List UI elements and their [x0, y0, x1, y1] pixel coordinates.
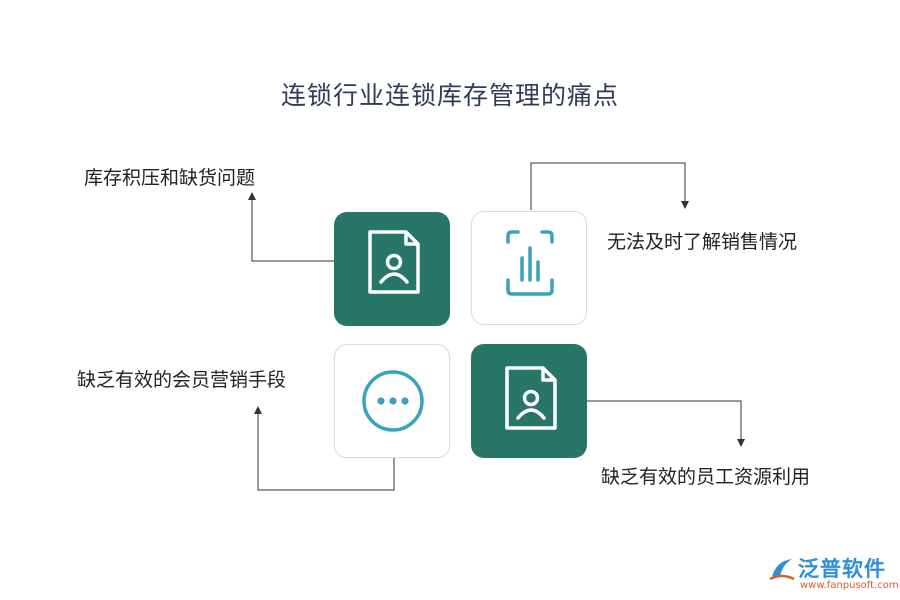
connector-top-right [530, 162, 689, 210]
bar-chart-icon [506, 230, 554, 296]
tile-sales [471, 211, 587, 325]
tile-staff [471, 344, 587, 458]
label-sales-info: 无法及时了解销售情况 [607, 231, 798, 253]
document-user-icon [505, 366, 557, 430]
label-member-marketing: 缺乏有效的会员营销手段 [77, 369, 287, 391]
connector-bottom-left [254, 406, 395, 491]
connector-bottom-right [587, 400, 745, 447]
label-inventory-issue: 库存积压和缺货问题 [84, 167, 256, 189]
diagram-title: 连锁行业连锁库存管理的痛点 [280, 81, 619, 110]
tile-inventory [334, 212, 450, 326]
logo-url: www.fanpusoft.com [800, 580, 899, 591]
brand-logo: 泛普软件 www.fanpusoft.com [768, 553, 899, 597]
fanpu-logo-icon [769, 559, 795, 581]
more-dots-icon [362, 370, 424, 432]
connector-top-left [248, 192, 334, 262]
label-staff-resource: 缺乏有效的员工资源利用 [601, 466, 811, 488]
logo-name: 泛普软件 [798, 557, 886, 581]
tile-member [334, 344, 450, 458]
document-user-icon [368, 230, 420, 294]
